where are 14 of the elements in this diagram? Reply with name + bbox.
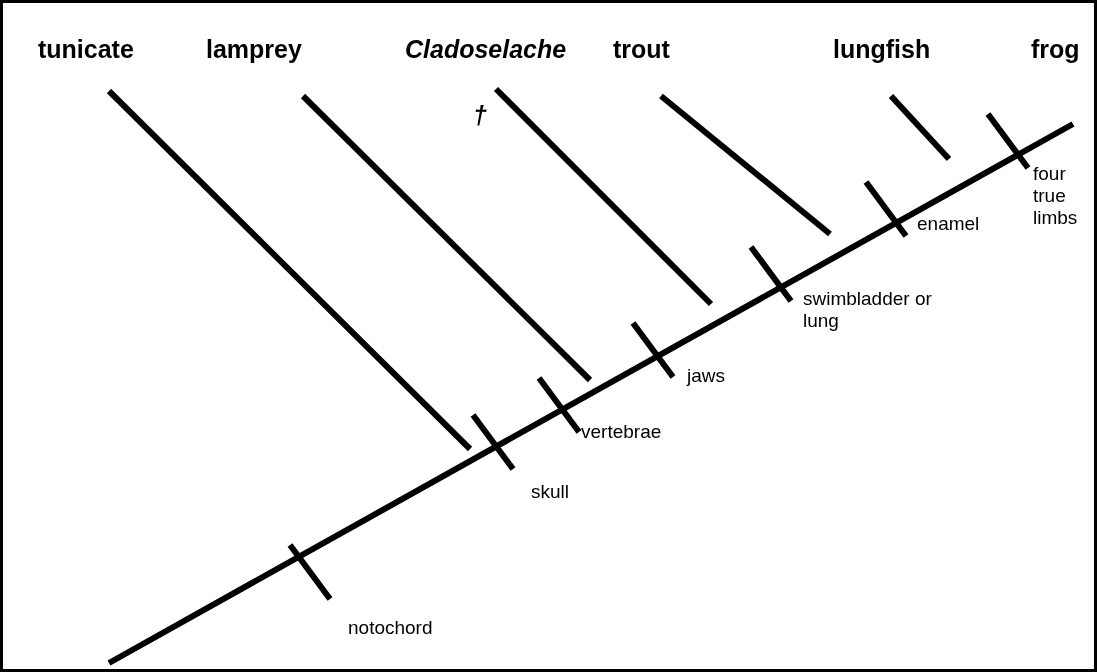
taxon-name: tunicate [38,35,134,64]
taxon-name: frog [1031,35,1080,64]
trait-label: notochord [348,617,433,639]
extinct-mark: † [473,101,487,130]
taxon-name: trout [613,35,670,64]
taxon-name: lamprey [206,35,302,64]
trait-label: four true limbs [1033,163,1079,229]
trait-label: swimbladder or lung [803,288,933,332]
trait-label: vertebrae [581,421,662,443]
taxon-name: lungfish [833,35,931,64]
taxon-name: Cladoselache [405,35,567,64]
trait-label: skull [531,481,569,503]
trait-label: enamel [917,213,980,235]
trait-label: jaws [687,365,725,387]
